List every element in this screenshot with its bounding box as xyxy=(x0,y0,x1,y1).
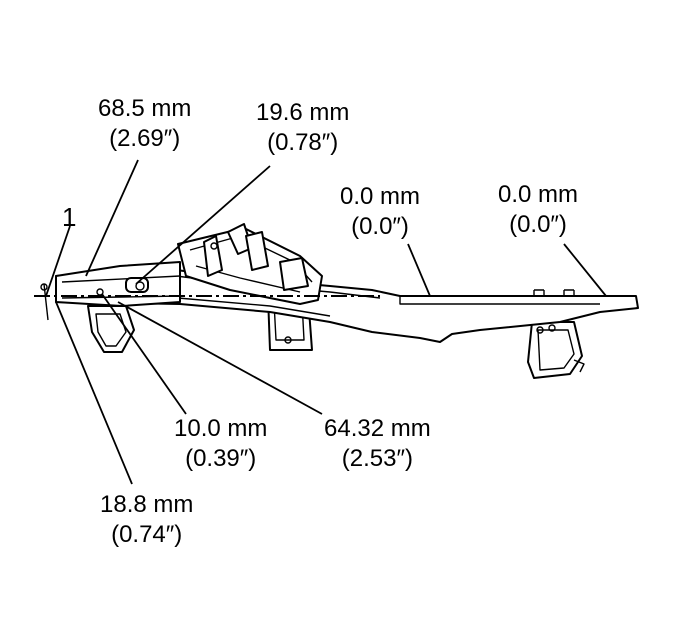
dimension-metric: 19.6 mm xyxy=(256,99,350,126)
dimension-metric: 10.0 mm xyxy=(174,415,268,442)
leader-lines xyxy=(45,159,607,485)
dimension-metric: 18.8 mm xyxy=(100,491,194,518)
dimension-19-6: 19.6 mm (0.78″) xyxy=(256,98,349,158)
dimension-0-0-front: 0.0 mm (0.0″) xyxy=(340,182,420,242)
dimension-10-0: 10.0 mm (0.39″) xyxy=(174,414,267,474)
dimension-metric: 0.0 mm xyxy=(498,181,579,208)
dimension-metric: 0.0 mm xyxy=(340,183,421,210)
dimension-imperial: (2.69″) xyxy=(109,125,181,152)
dimension-0-0-rear: 0.0 mm (0.0″) xyxy=(498,180,578,240)
dimension-imperial: (0.78″) xyxy=(267,129,339,156)
engine-mount-assembly xyxy=(177,223,323,305)
dimension-imperial: (0.0″) xyxy=(509,211,567,238)
dimension-imperial: (0.0″) xyxy=(351,213,409,240)
rear-bracket xyxy=(527,321,585,379)
dimension-18-8: 18.8 mm (0.74″) xyxy=(100,490,193,550)
callout-number: 1 xyxy=(62,202,77,232)
dimension-64-32: 64.32 mm (2.53″) xyxy=(324,414,431,474)
dimension-imperial: (0.39″) xyxy=(185,445,257,472)
dimension-imperial: (0.74″) xyxy=(111,521,183,548)
dimension-imperial: (2.53″) xyxy=(341,445,413,472)
dimension-68-5: 68.5 mm (2.69″) xyxy=(98,94,191,154)
dimension-metric: 68.5 mm xyxy=(98,95,192,122)
dimension-metric: 64.32 mm xyxy=(324,415,431,442)
